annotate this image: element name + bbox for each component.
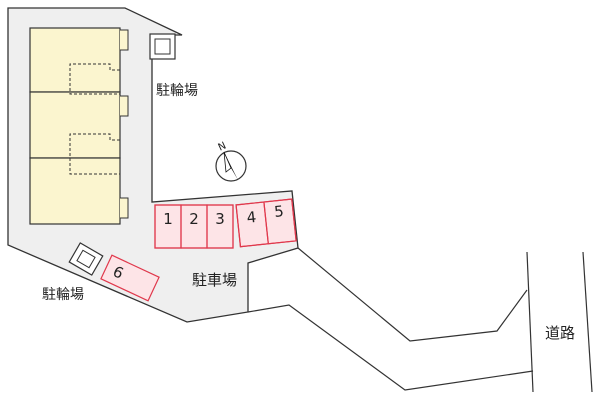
road-edge-left [526,251,534,393]
bicycle-parking-label-top: 駐輪場 [156,82,198,99]
entrance-outline [69,133,120,175]
parking-group-4-5: 4 5 [235,198,297,248]
parking-number: 4 [246,208,257,227]
parking-group-1-3: 1 2 3 [154,204,234,249]
bicycle-parking-left [68,242,104,276]
parking-space [206,204,234,249]
building [29,27,129,225]
building-unit [29,157,121,225]
parking-number: 5 [273,202,284,221]
entrance-outline [69,63,120,95]
driveway-edge-upper [297,247,528,342]
balcony [120,197,129,219]
north-compass-icon [215,150,247,182]
road-label: 道路 [545,324,575,342]
parking-number: 3 [215,210,225,228]
parking-space-6: 6 [100,254,160,302]
parking-number: 2 [189,210,199,228]
balcony [120,29,129,51]
north-label: N [217,140,228,153]
bicycle-parking-top [149,33,176,60]
bicycle-parking-label-left: 駐輪場 [42,286,84,303]
building-unit [29,27,121,93]
parking-number: 1 [163,210,173,228]
parking-space [263,198,297,245]
road-edge-right [582,251,593,393]
balcony [120,95,129,117]
building-unit [29,91,121,159]
car-parking-label: 駐車場 [192,271,237,289]
driveway-edge-lower [247,304,534,391]
